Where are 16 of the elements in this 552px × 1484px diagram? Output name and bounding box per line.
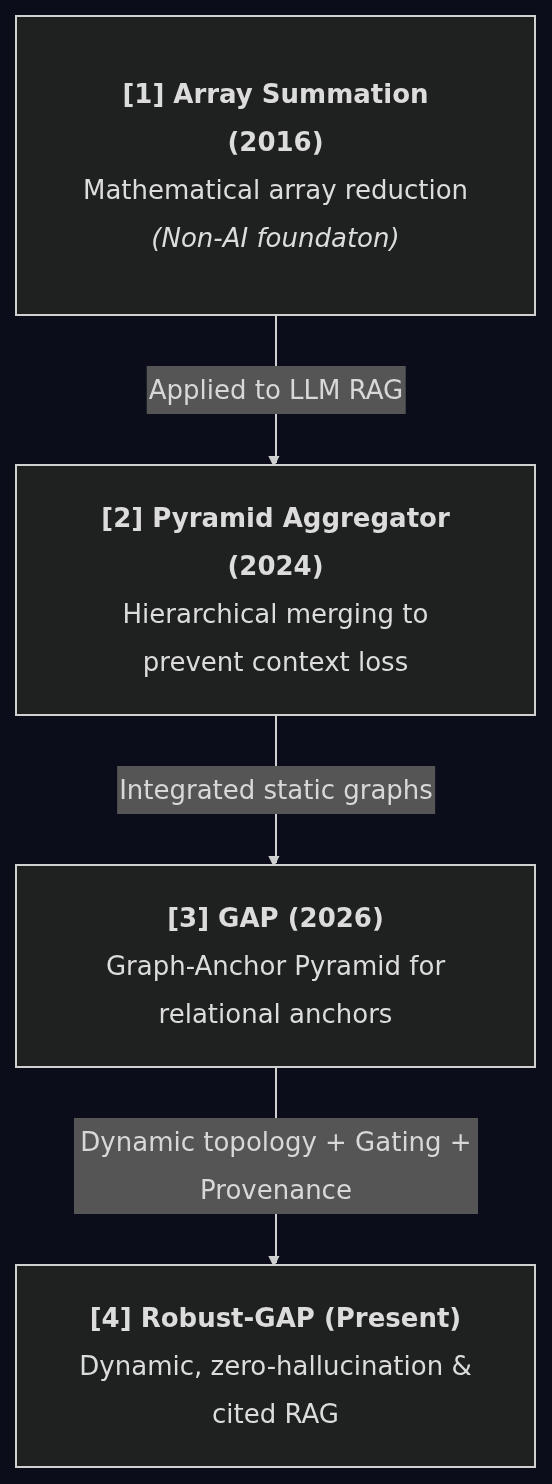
process-box [15,864,536,1068]
process-box [15,1264,536,1468]
edge-label: Dynamic topology + Gating + Provenance [74,1118,478,1214]
box-title: [4] Robust-GAP (Present) [89,1302,462,1335]
box-text: Hierarchical merging to prevent context loss [121,598,430,679]
process-box [15,15,536,316]
box-title: [1] Array Summation (2016) [121,77,430,159]
edge-label: Applied to LLM RAG [146,366,406,414]
box-title: [3] GAP (2026) [167,902,384,935]
box-text: Graph-Anchor Pyramid for relational anchors [104,950,447,1031]
edge-label: Integrated static graphs [117,766,435,814]
box-text: Mathematical array reduction [82,173,469,207]
process-box [15,464,536,716]
box-text: Dynamic, zero-hallucination & cited RAG [78,1350,473,1431]
box-text: (Non-AI foundaton) [151,221,400,255]
box-title: [2] Pyramid Aggregator (2024) [100,502,451,583]
